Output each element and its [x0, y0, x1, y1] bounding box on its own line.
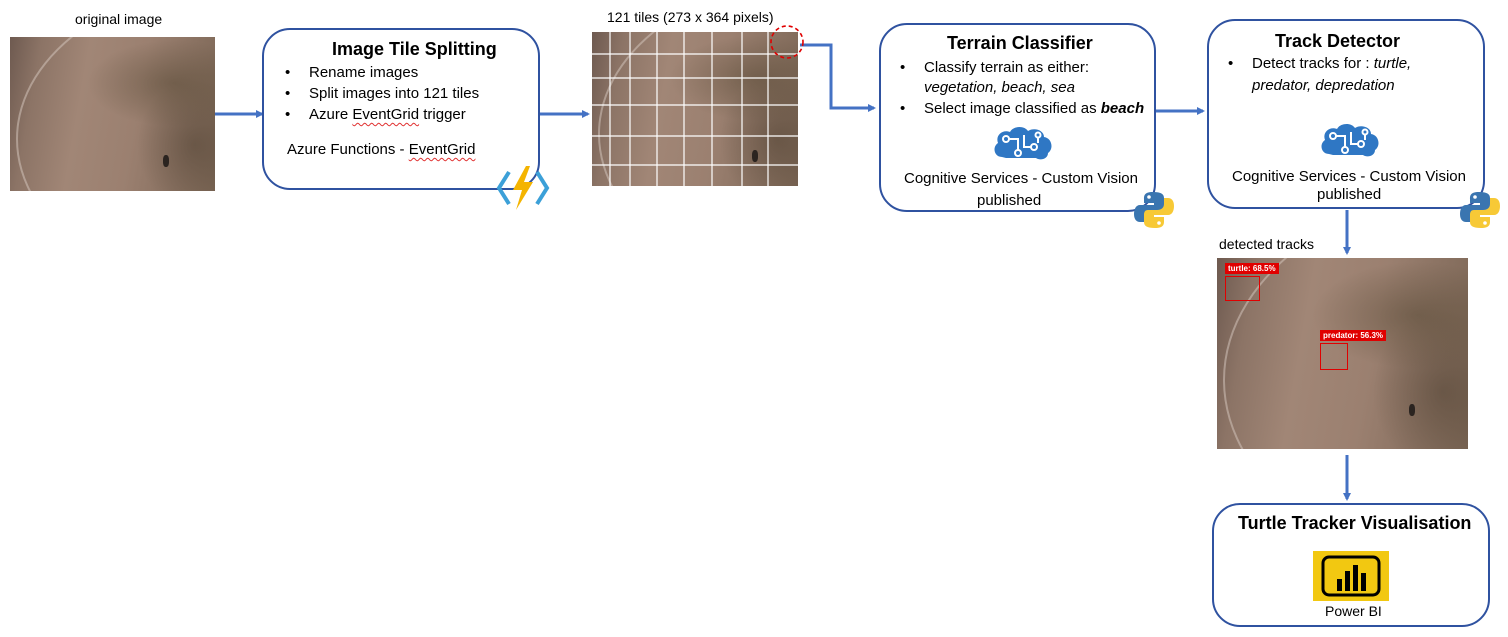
detected-tracks-image: turtle: 68.5% predator: 56.3% — [1217, 258, 1468, 449]
detector-bullet-cont: predator, depredation — [1252, 77, 1395, 94]
splitting-footer: Azure Functions - EventGrid — [287, 141, 476, 158]
detection-box-turtle — [1225, 276, 1260, 301]
tile-grid — [592, 32, 798, 186]
azure-functions-icon — [496, 166, 550, 210]
image-tile-splitting-box: Image Tile Splitting Rename images Split… — [262, 28, 540, 190]
classifier-bullet-classify: Classify terrain as either: — [900, 58, 1089, 78]
detector-bullet: Detect tracks for : turtle, — [1228, 54, 1411, 74]
cognitive-services-brain-icon — [994, 126, 1052, 160]
original-image-caption: original image — [75, 11, 163, 27]
cognitive-services-brain-icon — [1321, 123, 1379, 157]
detection-box-predator — [1320, 343, 1348, 370]
terrain-classifier-box: Terrain Classifier Classify terrain as e… — [879, 23, 1156, 212]
track-detector-box: Track Detector Detect tracks for : turtl… — [1207, 19, 1485, 209]
arrow-tiles-to-classifier — [800, 43, 876, 112]
tiled-beach-image — [592, 32, 798, 186]
detector-service-status: published — [1317, 186, 1382, 203]
detector-service-label: Cognitive Services - Custom Vision — [1232, 168, 1466, 185]
visualisation-box: Turtle Tracker Visualisation Power BI — [1212, 503, 1490, 627]
detector-title: Track Detector — [1275, 31, 1401, 51]
splitting-bullet-trigger: Azure EventGrid trigger — [285, 105, 466, 125]
tiles-caption: 121 tiles (273 x 364 pixels) — [607, 9, 774, 25]
splitting-bullet-split: Split images into 121 tiles — [285, 84, 479, 104]
visualisation-title: Turtle Tracker Visualisation — [1238, 513, 1472, 533]
power-bi-label: Power BI — [1325, 603, 1382, 619]
detection-label-turtle: turtle: 68.5% — [1225, 263, 1279, 274]
classifier-title: Terrain Classifier — [947, 33, 1093, 53]
classifier-bullet-select: Select image classified as beach — [900, 99, 1144, 119]
python-icon — [1460, 192, 1500, 228]
splitting-bullet-rename: Rename images — [285, 63, 418, 83]
classifier-service-status: published — [977, 192, 1042, 209]
splitting-title: Image Tile Splitting — [332, 39, 497, 59]
original-beach-image — [10, 37, 215, 191]
classifier-service-label: Cognitive Services - Custom Vision — [904, 170, 1138, 187]
selected-tile-marker — [770, 25, 804, 59]
classifier-bullet-classes: vegetation, beach, sea — [924, 79, 1075, 96]
python-icon — [1134, 192, 1174, 228]
detection-label-predator: predator: 56.3% — [1320, 330, 1387, 341]
power-bi-icon — [1313, 551, 1389, 601]
detected-tracks-caption: detected tracks — [1219, 236, 1314, 252]
